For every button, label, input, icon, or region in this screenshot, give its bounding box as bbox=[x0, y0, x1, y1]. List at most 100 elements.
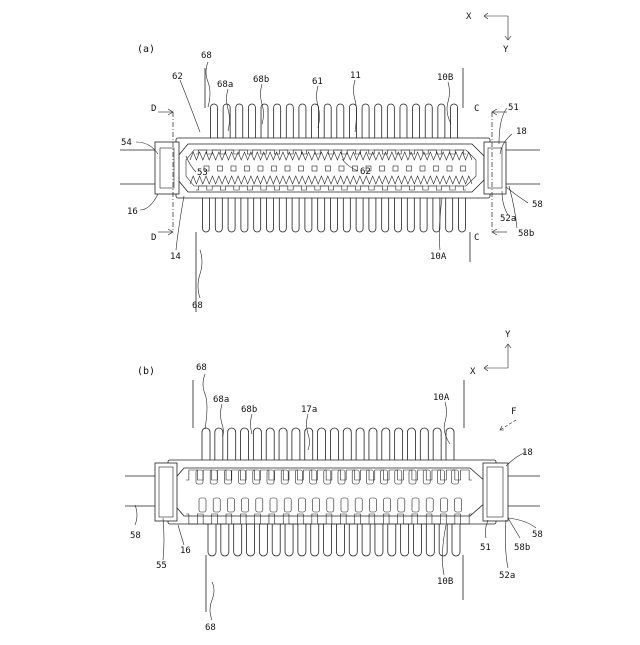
terminal-finger bbox=[266, 428, 274, 462]
callout-b-68-bottom: 68 bbox=[205, 623, 216, 633]
section-a-d-top: D bbox=[151, 104, 156, 114]
terminal-finger bbox=[382, 428, 390, 462]
callout-a-61: 61 bbox=[312, 77, 323, 87]
callout-b-10a: 10A bbox=[433, 393, 450, 403]
terminal-finger bbox=[356, 196, 363, 232]
panel-b-axis-y: Y bbox=[505, 330, 511, 340]
callout-b-58b: 58b bbox=[514, 543, 530, 553]
terminal-finger bbox=[362, 522, 370, 556]
terminal-finger bbox=[311, 522, 319, 556]
terminal-finger bbox=[318, 428, 326, 462]
terminal-finger bbox=[400, 104, 407, 140]
section-a-d-bottom: D bbox=[151, 233, 156, 243]
callout-b-52a: 52a bbox=[499, 571, 515, 581]
terminal-finger bbox=[215, 196, 222, 232]
terminal-finger bbox=[248, 104, 255, 140]
callout-b-f: F bbox=[511, 407, 516, 417]
terminal-finger bbox=[425, 104, 432, 140]
callout-a-14: 14 bbox=[170, 252, 181, 262]
terminal-finger bbox=[234, 522, 242, 556]
callout-a-68b: 68b bbox=[253, 75, 269, 85]
terminal-finger bbox=[433, 428, 441, 462]
panel-a-bottom-fingers bbox=[203, 196, 466, 232]
panel-b-top-fingers bbox=[202, 428, 454, 462]
terminal-finger bbox=[336, 522, 344, 556]
terminal-finger bbox=[208, 522, 216, 556]
terminal-finger bbox=[221, 522, 229, 556]
terminal-finger bbox=[279, 196, 286, 232]
panel-b-view-arrow-f bbox=[500, 420, 516, 430]
callout-a-58: 58 bbox=[532, 200, 543, 210]
terminal-finger bbox=[343, 196, 350, 232]
callout-a-58b: 58b bbox=[518, 229, 534, 239]
callout-a-10a: 10A bbox=[430, 252, 447, 262]
callout-a-68-top: 68 bbox=[201, 51, 212, 61]
section-a-c-top: C bbox=[474, 104, 479, 114]
terminal-finger bbox=[459, 196, 466, 232]
callout-a-53: 53 bbox=[197, 168, 208, 178]
terminal-finger bbox=[433, 196, 440, 232]
terminal-finger bbox=[215, 428, 223, 462]
terminal-finger bbox=[236, 104, 243, 140]
panel-a-axis-y: Y bbox=[503, 45, 509, 55]
terminal-finger bbox=[279, 428, 287, 462]
terminal-finger bbox=[261, 104, 268, 140]
terminal-finger bbox=[438, 104, 445, 140]
callout-b-68b: 68b bbox=[241, 405, 257, 415]
terminal-finger bbox=[253, 428, 261, 462]
terminal-finger bbox=[223, 104, 230, 140]
callout-b-55: 55 bbox=[156, 561, 167, 571]
terminal-finger bbox=[274, 104, 281, 140]
terminal-finger bbox=[407, 428, 415, 462]
terminal-finger bbox=[420, 428, 428, 462]
callout-a-51: 51 bbox=[508, 103, 519, 113]
terminal-finger bbox=[292, 428, 300, 462]
terminal-finger bbox=[426, 522, 434, 556]
terminal-finger bbox=[312, 104, 319, 140]
terminal-finger bbox=[356, 428, 364, 462]
terminal-finger bbox=[375, 522, 383, 556]
terminal-finger bbox=[299, 104, 306, 140]
terminal-finger bbox=[331, 196, 338, 232]
panel-b-axis-indicator: Y X bbox=[470, 330, 511, 377]
terminal-finger bbox=[407, 196, 414, 232]
terminal-finger bbox=[202, 428, 210, 462]
callout-a-54: 54 bbox=[121, 138, 132, 148]
terminal-finger bbox=[413, 104, 420, 140]
terminal-finger bbox=[286, 104, 293, 140]
terminal-finger bbox=[395, 428, 403, 462]
terminal-finger bbox=[228, 428, 236, 462]
terminal-finger bbox=[362, 104, 369, 140]
terminal-finger bbox=[413, 522, 421, 556]
callout-a-68-bottom: 68 bbox=[192, 301, 203, 311]
terminal-finger bbox=[298, 522, 306, 556]
callout-a-11: 11 bbox=[350, 71, 361, 81]
callout-b-58-left: 58 bbox=[130, 531, 141, 541]
terminal-finger bbox=[369, 428, 377, 462]
terminal-finger bbox=[388, 522, 396, 556]
panel-a-label: (a) bbox=[137, 44, 155, 55]
terminal-finger bbox=[228, 196, 235, 232]
terminal-finger bbox=[395, 196, 402, 232]
terminal-finger bbox=[349, 522, 357, 556]
terminal-finger bbox=[203, 196, 210, 232]
terminal-finger bbox=[420, 196, 427, 232]
callout-b-51: 51 bbox=[480, 543, 491, 553]
callout-a-52a: 52a bbox=[500, 214, 516, 224]
terminal-finger bbox=[254, 196, 261, 232]
terminal-finger bbox=[375, 104, 382, 140]
terminal-finger bbox=[285, 522, 293, 556]
terminal-finger bbox=[305, 196, 312, 232]
terminal-finger bbox=[369, 196, 376, 232]
callout-b-10b: 10B bbox=[437, 577, 453, 587]
panel-b-axis-x: X bbox=[470, 367, 476, 377]
panel-a-axis-x: X bbox=[466, 12, 472, 22]
terminal-finger bbox=[349, 104, 356, 140]
callout-a-62-top: 62 bbox=[172, 72, 183, 82]
callout-b-58-right: 58 bbox=[532, 530, 543, 540]
terminal-finger bbox=[382, 196, 389, 232]
terminal-finger bbox=[451, 104, 458, 140]
terminal-finger bbox=[324, 104, 331, 140]
